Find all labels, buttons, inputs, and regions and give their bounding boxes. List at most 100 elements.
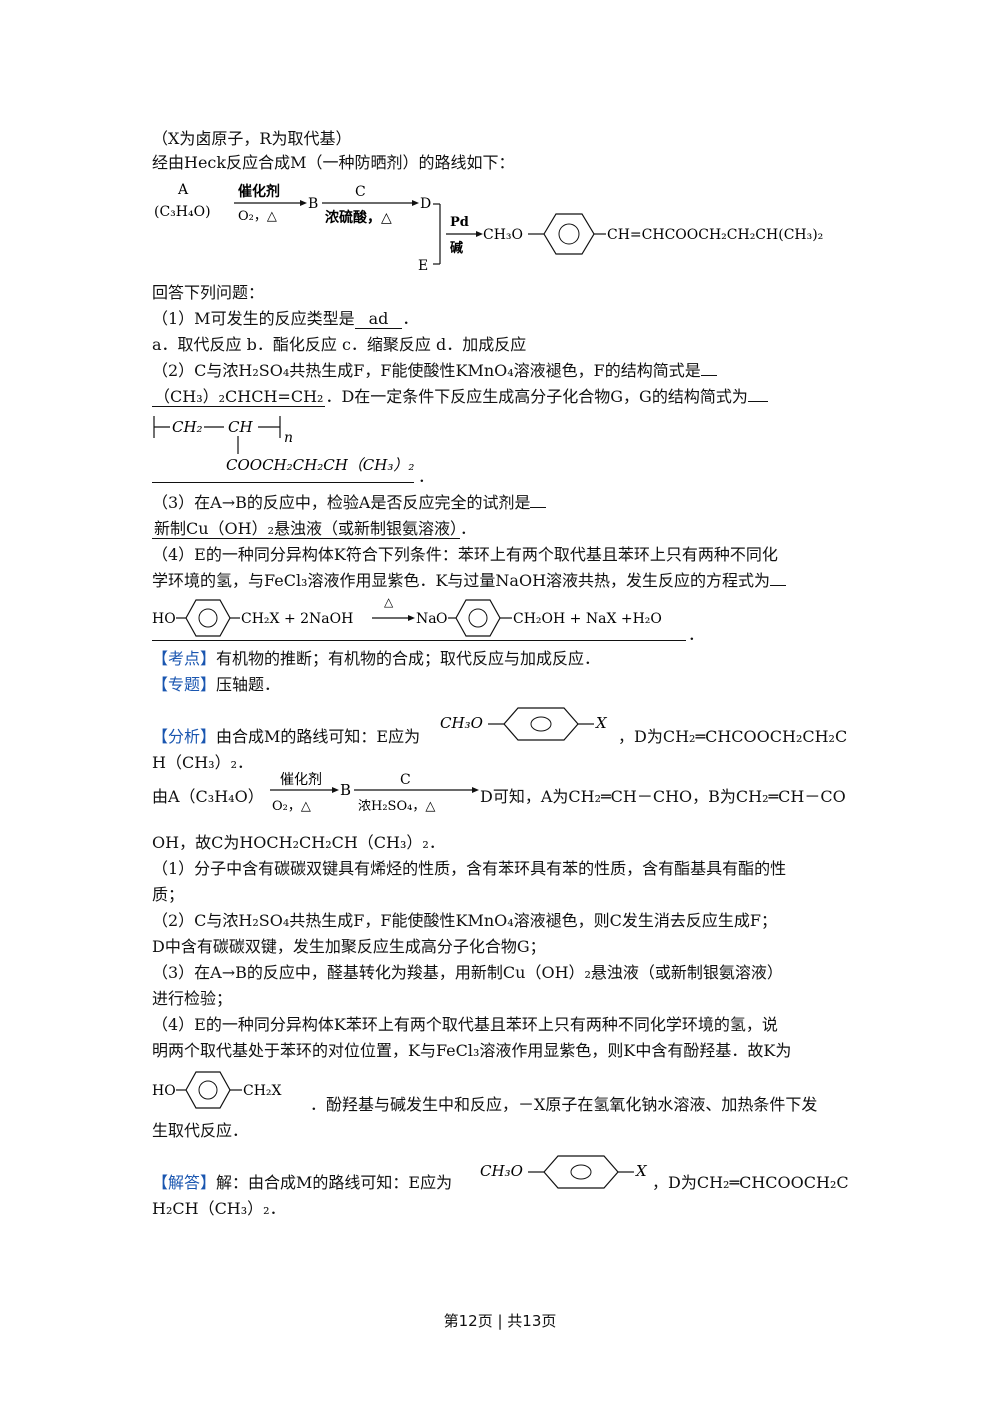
benzene-ring-icon (543, 213, 595, 255)
section-tag: 【专题】 (152, 675, 217, 694)
label-ch3o: CH₃O (440, 714, 483, 732)
polymer-structure: CH₂ CH n COOCH₂CH₂CH（CH₃）₂ (153, 415, 414, 474)
label-A-formula: (C₃H₄O) (154, 204, 211, 220)
question-text: （1）M可发生的反应类型是 (152, 309, 355, 328)
label-na: Na (416, 611, 437, 627)
label-products: CH₂OH + NaX +H₂O (513, 611, 662, 627)
reaction-equation: HO CH₂X + 2NaOH △ Na O CH₂OH + NaX +H₂O (152, 595, 662, 637)
benzene-ring-icon (503, 707, 579, 741)
label-ho: HO (152, 1083, 176, 1099)
section-text: 压轴题． (216, 675, 281, 694)
section-text: OH，故C为HOCH₂CH₂CH（CH₃）₂． (152, 833, 445, 852)
question-3-cont: 新制Cu（OH）₂悬浊液（或新制银氨溶液）． (152, 519, 477, 539)
label-x: X (635, 1162, 648, 1180)
label-ch2x: CH₂X (243, 1083, 282, 1099)
section-tag: 【考点】 (152, 649, 217, 668)
question-text: 学环境的氢，与FeCl₃溶液作用显紫色．K与过量NaOH溶液共热，发生反应的方程… (152, 571, 771, 590)
jieda-line: 【解答】解：由合成M的路线可知：E应为 (152, 1172, 452, 1194)
label-ch2: CH₂ (172, 418, 203, 436)
section-text: H（CH₃）₂． (152, 753, 253, 772)
question-text: ．D在一定条件下反应生成高分子化合物G，G的结构简式为 (325, 387, 748, 406)
section-text: （1）分子中含有碳碳双键具有烯烃的性质，含有苯环具有苯的性质，含有酯基具有酯的性 (152, 859, 787, 878)
section-text: ．酚羟基与碱发生中和反应，－X原子在氢氧化钠水溶液、加热条件下发 (310, 1095, 818, 1114)
label-C: C (355, 184, 366, 200)
punctuation: ． (688, 625, 705, 644)
section-text: 质； (152, 885, 185, 904)
label-m-left: CH₃O (483, 227, 523, 243)
label-x: X (595, 714, 608, 732)
label-reactants: CH₂X + 2NaOH (241, 611, 353, 627)
benzene-ring-icon (543, 1155, 619, 1189)
label-pd: Pd (450, 215, 469, 230)
label-base: 碱 (450, 240, 463, 256)
answer-underline (152, 640, 686, 641)
label-o2: O₂，△ (272, 799, 311, 814)
benzene-ring-icon (455, 599, 501, 637)
kaodian-line: 【考点】有机物的推断；有机物的合成；取代反应与加成反应． (152, 648, 600, 670)
section-text: D中含有碳碳双键，发生加聚反应生成高分子化合物G； (152, 937, 546, 956)
page-footer: 第12页 | 共13页 (443, 1312, 557, 1330)
label-ho: HO (152, 611, 176, 627)
section-text: （2）C与浓H₂SO₄共热生成F，F能使酸性KMnO₄溶液褪色，则C发生消去反应… (152, 911, 778, 930)
synthesis-scheme: A (C₃H₄O) 催化剂 O₂，△ B C 浓硫酸，△ D E Pd 碱 CH… (154, 182, 823, 274)
section-text: 由合成M的路线可知：E应为 (216, 727, 421, 746)
text-line: a．取代反应 b．酯化反应 c．缩聚反应 d．加成反应 (152, 335, 527, 354)
label-C: C (400, 772, 411, 788)
fenxi-line: 【分析】由合成M的路线可知：E应为 (152, 726, 420, 748)
question-text: （2）C与浓H₂SO₄共热生成F，F能使酸性KMnO₄溶液褪色，F的结构简式是 (152, 361, 701, 380)
section-text: （4）E的一种同分异构体K苯环上有两个取代基且苯环上只有两种不同化学环境的氢，说 (152, 1015, 778, 1034)
label-o2: O₂，△ (238, 209, 277, 224)
question-text: （3）在A→B的反应中，检验A是否反应完全的试剂是 (152, 493, 531, 512)
label-catalyst: 催化剂 (280, 772, 322, 788)
question-4-cont: 学环境的氢，与FeCl₃溶液作用显紫色．K与过量NaOH溶液共热，发生反应的方程… (152, 570, 787, 592)
label-ch: CH (228, 418, 253, 436)
text-line: （X为卤原子，R为取代基） (152, 129, 352, 148)
label-D: D (420, 196, 431, 212)
section-text: 由A（C₃H₄O） (152, 787, 264, 806)
question-4: （4）E的一种同分异构体K符合下列条件：苯环上有两个取代基且苯环上只有两种不同化 (152, 545, 778, 564)
label-delta: △ (384, 595, 394, 609)
section-tag: 【解答】 (152, 1173, 217, 1192)
zhuanti-line: 【专题】压轴题． (152, 674, 280, 696)
answer-text: 新制Cu（OH）₂悬浊液（或新制银氨溶液） (152, 519, 461, 539)
label-acid: 浓硫酸，△ (325, 209, 392, 226)
label-B: B (340, 781, 351, 799)
answer-underline (152, 482, 414, 483)
label-E: E (418, 258, 428, 274)
section-text: （3）在A→B的反应中，醛基转化为羧基，用新制Cu（OH）₂悬浊液（或新制银氨溶… (152, 963, 783, 982)
svg-text:O: O (436, 611, 447, 627)
label-n: n (284, 430, 293, 446)
section-text: 解：由合成M的路线可知：E应为 (216, 1173, 453, 1192)
text-line: 回答下列问题： (152, 283, 265, 302)
section-text: ，D为CH₂═CHCOOCH₂C (652, 1173, 849, 1192)
question-2-cont: （CH₃）₂CHCH=CH₂．D在一定条件下反应生成高分子化合物G，G的结构简式… (152, 386, 768, 408)
section-text: 有机物的推断；有机物的合成；取代反应与加成反应． (216, 649, 601, 668)
label-A: A (177, 182, 189, 198)
label-ch3o: CH₃O (480, 1162, 523, 1180)
benzene-ring-icon (185, 1071, 231, 1109)
answer-text: ad (354, 309, 403, 329)
section-text: D可知，A为CH₂═CH－CHO，B为CH₂═CH－CO (480, 787, 846, 806)
label-catalyst: 催化剂 (238, 183, 280, 200)
section-tag: 【分析】 (152, 727, 217, 746)
structure-e: CH₃O X (440, 707, 608, 741)
section-text: ，D为CH₂═CHCOOCH₂CH₂C (618, 727, 848, 746)
label-B: B (308, 196, 318, 212)
label-m-right: CH=CHCOOCH₂CH₂CH(CH₃)₂ (607, 227, 823, 243)
label-side-chain: COOCH₂CH₂CH（CH₃）₂ (226, 456, 414, 474)
text-line: 经由Heck反应合成M（一种防晒剂）的路线如下： (152, 153, 515, 172)
question-2: （2）C与浓H₂SO₄共热生成F，F能使酸性KMnO₄溶液褪色，F的结构简式是 (152, 360, 717, 382)
mini-scheme: 催化剂 O₂，△ B C 浓H₂SO₄，△ (270, 772, 479, 814)
section-text: 进行检验； (152, 989, 233, 1008)
section-text: 明两个取代基处于苯环的对位位置，K与FeCl₃溶液作用显紫色，则K中含有酚羟基．… (152, 1041, 792, 1060)
section-text: H₂CH（CH₃）₂． (152, 1199, 286, 1218)
answer-text: （CH₃）₂CHCH=CH₂ (152, 387, 326, 407)
punctuation: ． (418, 467, 435, 486)
benzene-ring-icon (185, 599, 231, 637)
label-acid: 浓H₂SO₄，△ (358, 799, 435, 814)
structure-k: HO CH₂X (152, 1071, 282, 1109)
structure-e-2: CH₃O X (480, 1155, 648, 1189)
question-3: （3）在A→B的反应中，检验A是否反应完全的试剂是 (152, 492, 547, 514)
